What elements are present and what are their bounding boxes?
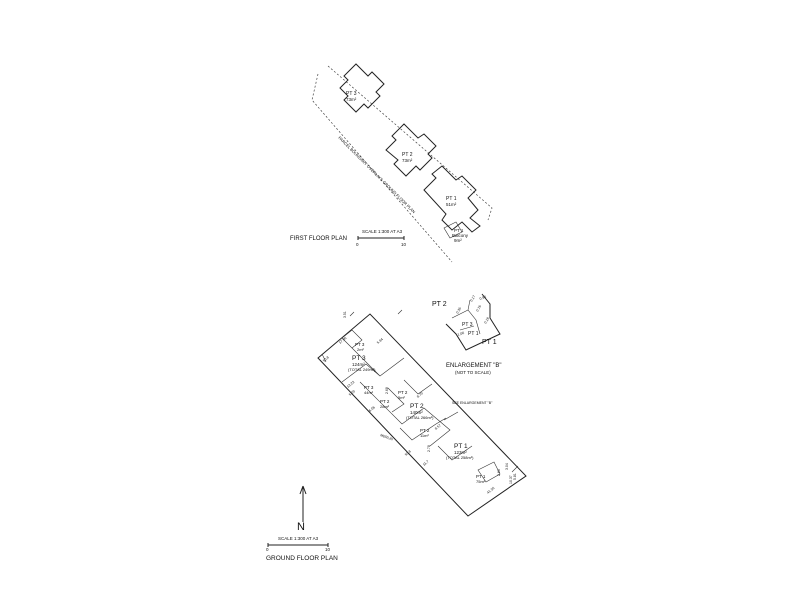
ground-floor-lot-boundary [317,313,527,517]
enlargement-internal-lines [451,299,481,335]
first-floor-plan: PT 3 73m² PT 2 73m² PT 1 51m² PT 1 Balco… [290,63,493,263]
gf-unit-pt3-44: PT 3 [364,385,374,390]
gf-dim: 41.16 [486,486,495,495]
first-floor-balcony [443,221,463,239]
ff-scale-start: 0 [356,242,359,247]
gf-unit-pt2-main: PT 2 [410,403,424,410]
gf-unit-pt3-small: PT 3 [355,342,365,347]
gf-dim: 6.06 [368,405,376,412]
enl-dim: 0.18 [483,317,490,325]
ff-unit-pt2-area: 73m² [402,158,413,163]
enl-label-pt2: PT 2 [432,301,447,308]
enl-dim: 0.17 [469,295,476,303]
see-enlargement-leader [443,411,459,421]
ground-floor-boundary-ticks [321,309,519,473]
first-floor-title: FIRST FLOOR PLAN [290,236,347,242]
gf-dim: 11.7 [422,459,430,466]
gf-dim: 2.68 [385,387,389,394]
gf-dim: 8.70 [416,391,424,398]
gf-dim: 3.04 [505,463,509,470]
north-arrow-label: N [297,521,305,533]
ff-scale-end: 10 [401,242,407,247]
ff-unit-pt1-label: PT 1 [446,196,457,202]
enlargement-note: (NOT TO SCALE) [455,370,491,375]
gf-dim: 3.51 [343,311,347,318]
first-floor-unit-pt3 [339,63,385,113]
gf-scale-start: 0 [266,547,269,552]
gf-unit-pt3-main-area: 124m² [352,362,365,367]
gf-unit-pt1-75-area: 75m² [476,479,486,484]
gf-unit-pt2-5: PT 2 [398,390,408,395]
enl-label-pt1: PT 1 [482,339,497,346]
gf-see-enlargement: SEE ENLARGEMENT "B" [452,401,493,405]
gf-dim: 2.78 [427,445,431,452]
enl-label-pt3: PT 3 [462,322,473,328]
gf-unit-pt3-main-total: (TOTAL 249m²) [348,367,376,372]
gf-unit-pt2-28-area: 28m² [380,404,390,409]
gf-unit-pt2-main-area: 140m² [410,410,423,415]
gf-dim: 8.57 [434,423,442,430]
enl-dim: 0.35 [455,307,462,315]
gf-dim: 17.96 [338,336,347,345]
enlargement-title: ENLARGEMENT "B" [446,363,502,369]
gf-unit-pt3-main: PT 3 [352,355,366,362]
first-floor-parcel-boundary [311,65,493,263]
gf-scale-label: SCALE 1:300 AT A3 [278,536,319,541]
gf-dim: 2.63 [497,469,501,476]
ff-balcony-area: 9m² [454,238,462,243]
first-floor-unit-pt1 [423,165,481,233]
gf-unit-pt1-75: PT 1 [476,474,486,479]
gf-dim: 10.37 [509,475,513,484]
gf-dim: 50.8 [322,355,330,362]
enl-dim: 0.95 [479,295,487,301]
gf-dim: 5.81 [513,473,517,480]
gf-unit-pt2-5-area: 5m² [398,395,406,400]
enl-dim: 0.76 [475,305,482,313]
gf-scale-end: 10 [325,547,331,552]
gf-unit-pt1-main: PT 1 [454,443,468,450]
gf-unit-pt1-main-area: 123m² [454,450,467,455]
enl-dim: 1.06 [457,331,465,337]
ff-scale-label: SCALE 1:300 AT A3 [362,229,403,234]
ff-unit-pt3-label: PT 3 [346,91,357,97]
ff-balcony-pt-label: PT 1 [454,228,464,233]
enlargement-b: PT 2 PT 3 PT 1 PT 1 0.35 0.76 0.17 0.18 … [432,293,502,375]
gf-unit-pt1-main-total: (TOTAL 258m²) [446,455,474,460]
gf-unit-pt2-28: PT 2 [380,399,390,404]
gf-dim: 5.84 [376,337,384,344]
ground-floor-title: GROUND FLOOR PLAN [266,555,338,562]
enlargement-boundary [445,293,501,351]
north-arrow-head [299,485,307,495]
ground-floor-plan: PT 3 2m² PT 3 124m² (TOTAL 249m²) PT 3 4… [266,309,527,562]
gf-dim: 50.8 [404,449,412,456]
gf-unit-pt2-11-area: 11m² [420,433,429,438]
ground-floor-part-divisions [341,329,501,483]
ff-unit-pt2-label: PT 2 [402,152,413,158]
gf-dim: 13.22 [346,380,355,389]
gf-unit-pt3-44-area: 44m² [364,390,374,395]
ff-unit-pt1-area: 51m² [446,202,457,207]
gf-unit-pt2-main-total: (TOTAL 266m²) [406,415,434,420]
enl-label-pt1-small: PT 1 [468,331,479,337]
gf-street-label: MERLIN [380,433,394,441]
first-floor-unit-pt2 [385,123,437,177]
gf-unit-pt3-small-area: 2m² [357,347,365,352]
ff-unit-pt3-area: 73m² [346,97,357,102]
ff-balcony-sub-label: Balcony [452,233,469,238]
gf-unit-pt2-11: PT 2 [420,428,430,433]
gf-dim: 5.09 [348,389,356,396]
